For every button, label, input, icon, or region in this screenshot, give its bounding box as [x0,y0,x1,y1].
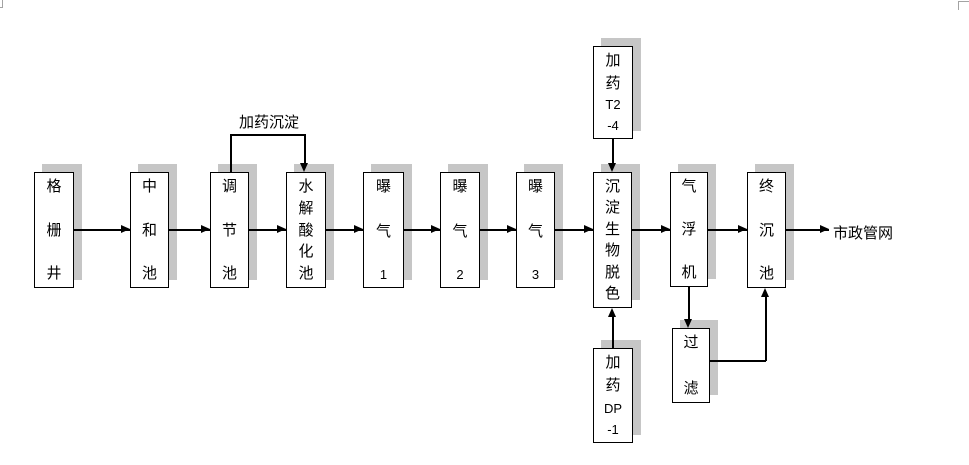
node-neutralization-tank: 中 和 池 [130,172,169,288]
flow-line [555,229,593,231]
flow-line [404,229,440,231]
arrowhead-up-icon [608,308,616,317]
node-char: 色 [604,284,620,302]
arrowhead-down-icon [300,163,308,172]
connector-line [612,317,614,348]
node-char: 化 [298,243,314,261]
arrowhead-right-icon [354,225,363,233]
node-char: 淀 [604,199,620,217]
arrowhead-down-icon [684,319,692,328]
node-char: 栅 [46,221,62,239]
flow-line [169,229,210,231]
arrowhead-right-icon [507,225,516,233]
page-edge-mark [0,7,3,8]
node-char: 池 [141,265,157,282]
node-char: 池 [758,265,774,282]
flow-line [480,229,516,231]
node-char: -1 [607,421,619,437]
node-char: 水 [298,178,314,195]
page-edge-mark [958,1,969,2]
node-char: 气 [452,222,468,240]
node-final-sedimentation-tank: 终 沉 池 [747,172,786,288]
flow-line [249,229,286,231]
node-char: 滤 [683,380,699,397]
node-char: 中 [141,178,157,195]
node-char: 曝 [375,178,391,195]
node-char: 药 [605,74,621,92]
node-air-flotation-machine: 气 浮 机 [670,172,708,287]
municipal-network-label: 市政管网 [833,225,894,242]
node-char: 节 [221,221,237,239]
node-char: 过 [683,334,699,351]
node-char: 曝 [452,178,468,195]
node-hydrolysis-acidification-tank: 水 解 酸 化 池 [286,172,326,288]
connector-line [688,287,690,319]
flow-line [326,229,363,231]
node-char: 井 [46,265,62,282]
connector-line [304,134,306,163]
node-char: 加 [605,354,621,371]
arrowhead-down-icon [608,163,616,172]
node-char: 池 [298,265,314,282]
connector-line [230,134,232,172]
node-char: 生 [604,220,620,238]
node-char: 调 [221,178,237,195]
node-char: 格 [46,178,62,195]
node-aeration-1: 曝 气 1 [363,172,404,288]
node-char: 物 [604,242,620,260]
node-char: 2 [456,267,464,282]
flow-line [708,229,747,231]
connector-line [765,297,767,361]
node-dosing-dp-1: 加 药 DP -1 [593,348,633,443]
node-char: 1 [379,267,388,282]
node-char: 曝 [527,178,543,195]
arrowhead-right-icon [820,225,829,233]
connector-line [710,360,766,362]
arrowhead-right-icon [738,225,747,233]
node-char: 沉 [758,221,774,239]
arrowhead-right-icon [201,225,210,233]
node-char: 解 [298,199,314,217]
node-sedimentation-bio-decolor: 沉 淀 生 物 脱 色 [593,172,632,308]
flow-line [786,229,829,231]
node-char: 机 [681,264,697,281]
arrowhead-right-icon [431,225,440,233]
node-char: T2 [605,97,621,113]
node-regulating-tank: 调 节 池 [210,172,249,288]
node-char: 浮 [681,221,697,238]
node-char: 加 [605,52,621,69]
arrowhead-right-icon [584,225,593,233]
connector-line [230,134,305,136]
flow-line [74,229,130,231]
arrowhead-right-icon [121,225,130,233]
node-aeration-2: 曝 气 2 [440,172,480,288]
arrowhead-up-icon [761,288,769,297]
connector-line [612,139,614,163]
node-char: 气 [681,178,697,195]
node-char: 酸 [298,221,314,239]
arrowhead-right-icon [661,225,670,233]
node-char: 气 [527,222,543,240]
node-grid-well: 格 栅 井 [34,172,74,288]
node-char: 和 [141,221,157,239]
node-char: 终 [758,178,774,195]
node-char: DP [603,400,623,416]
node-char: 池 [221,265,237,282]
node-char: 脱 [604,263,620,281]
node-char: -4 [607,117,619,133]
node-dosing-t2-4: 加 药 T2 -4 [593,46,633,139]
node-aeration-3: 曝 气 3 [516,172,555,288]
node-char: 药 [605,377,621,395]
node-char: 气 [375,222,391,240]
arrowhead-right-icon [277,225,286,233]
node-char: 3 [531,267,540,282]
page-edge-mark [2,0,3,7]
page-edge-mark [958,1,959,10]
dosing-sedimentation-label: 加药沉淀 [239,114,300,131]
node-char: 沉 [604,178,620,195]
flow-line [632,229,670,231]
node-filter: 过 滤 [672,328,710,403]
